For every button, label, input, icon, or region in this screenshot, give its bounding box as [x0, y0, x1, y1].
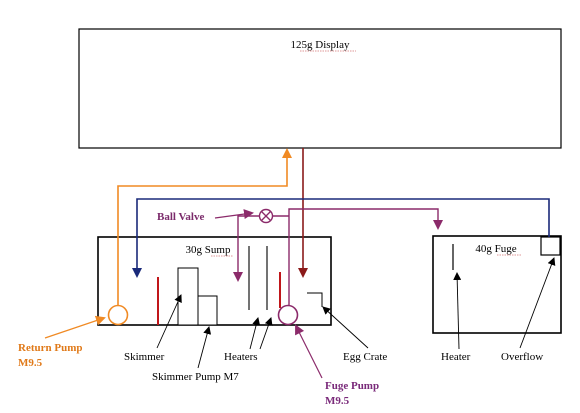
ball-valve-label: Ball Valve	[157, 211, 204, 223]
return-pump-model: M9.5	[18, 357, 43, 369]
heaters-pointer-2	[259, 317, 273, 350]
overflow-box	[540, 236, 561, 256]
skimmer-pump-label: Skimmer Pump M7	[152, 371, 239, 383]
skimmer-pump-pointer	[197, 326, 212, 369]
sump-label: 30g Sump	[186, 244, 231, 256]
fuge-pump-pointer	[295, 324, 323, 379]
egg-crate-pointer	[322, 306, 369, 349]
return-pump-icon	[107, 304, 129, 326]
egg-crate	[307, 292, 323, 307]
egg-crate-label: Egg Crate	[343, 351, 387, 363]
return-pump-label: Return Pump	[18, 342, 82, 354]
heater-pointer	[453, 272, 462, 350]
overflow-label: Overflow	[501, 351, 543, 363]
return-pump-pointer	[44, 315, 106, 339]
skimmer-body	[177, 267, 199, 326]
fuge-pump-model: M9.5	[325, 395, 350, 407]
display-tank	[78, 28, 562, 149]
fuge-overflow-line	[132, 198, 550, 278]
skimmer-pointer	[156, 294, 182, 349]
fuge-label: 40g Fuge	[475, 243, 516, 255]
return-line	[117, 148, 292, 305]
skimmer-label: Skimmer	[124, 351, 165, 363]
overflow-pointer	[519, 257, 556, 349]
fuge-pump-label: Fuge Pump	[325, 380, 379, 392]
fuge-tank	[432, 235, 562, 334]
display-label: 125g Display	[291, 39, 350, 51]
ball-valve-icon	[258, 208, 274, 224]
heater-label: Heater	[441, 351, 471, 363]
fuge-pump-icon	[277, 304, 299, 326]
fuge-pump-line	[288, 208, 443, 305]
ball-valve-pointer	[214, 209, 254, 220]
heaters-pointer-1	[249, 317, 261, 350]
heaters-label: Heaters	[224, 351, 258, 363]
ball-valve-branch	[233, 215, 289, 282]
skimmer-pump-box	[197, 295, 218, 326]
